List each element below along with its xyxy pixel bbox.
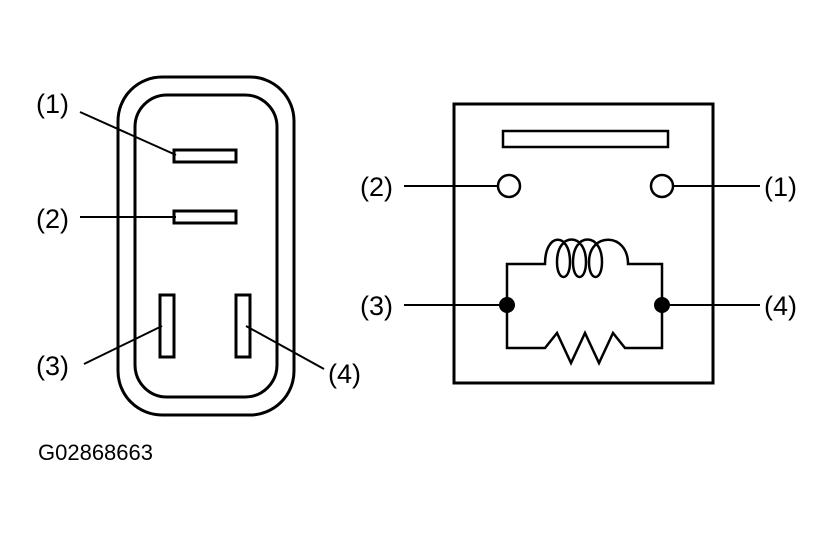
- schematic-top-bar: [501, 129, 670, 149]
- terminal-3-blade: [158, 293, 176, 359]
- schematic-label-4: (4): [764, 291, 797, 321]
- resistor-branch: [505, 305, 664, 366]
- terminal-4-blade: [234, 293, 252, 359]
- connector-label-3: (3): [36, 351, 69, 381]
- leader-line-3: [83, 325, 163, 365]
- terminal-1-blade: [172, 148, 238, 164]
- schematic-label-3: (3): [360, 291, 393, 321]
- leader-line-4: [245, 325, 325, 370]
- connector-label-4: (4): [328, 359, 361, 389]
- schematic-housing: [452, 102, 715, 385]
- schematic-label-1: (1): [764, 172, 797, 202]
- coil-branch: [505, 238, 664, 305]
- connector-label-2: (2): [36, 204, 69, 234]
- schematic-view: [404, 102, 760, 385]
- connector-label-1: (1): [36, 89, 69, 119]
- connector-inner-housing: [133, 93, 279, 399]
- connector-view: [79, 75, 325, 417]
- terminal-2-blade: [172, 209, 238, 225]
- leader-line-1: [79, 111, 177, 156]
- terminal-1-contact: [649, 173, 675, 199]
- figure-id: G02868663: [38, 440, 153, 465]
- connector-outer-housing: [116, 75, 296, 417]
- terminal-2-contact: [496, 173, 522, 199]
- schematic-label-2: (2): [360, 172, 393, 202]
